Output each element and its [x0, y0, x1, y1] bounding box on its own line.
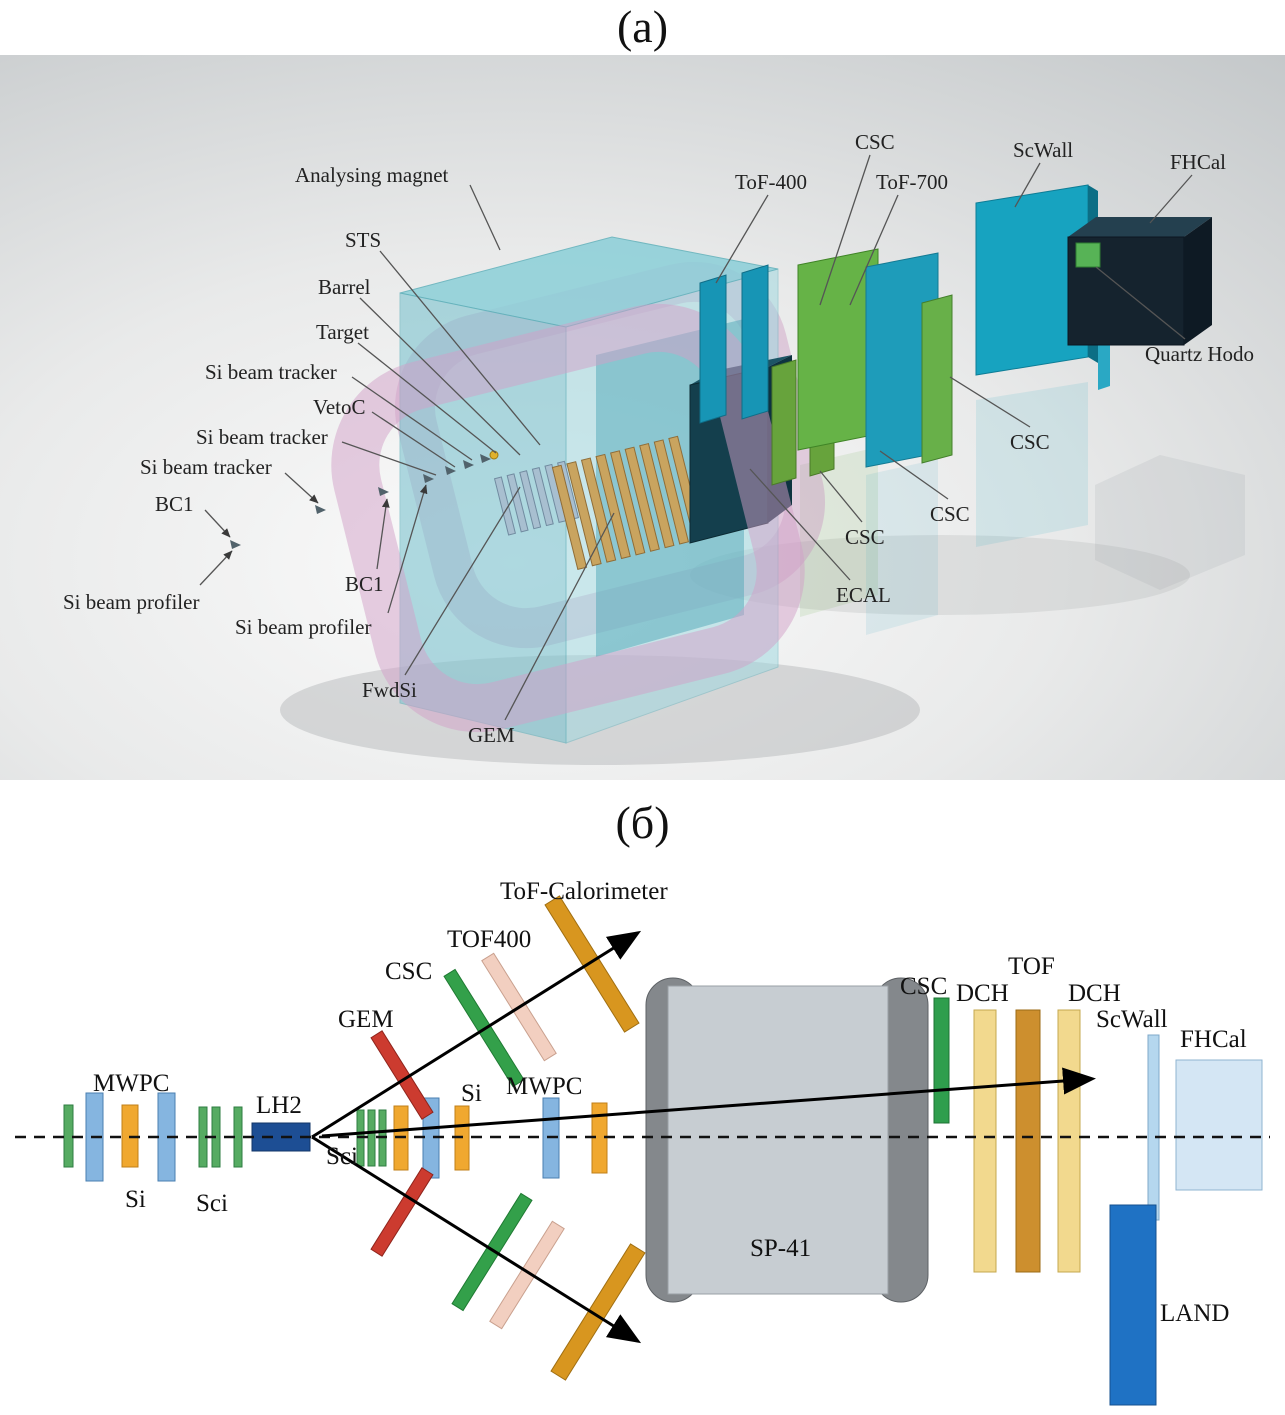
label-mwpc-left: MWPC — [93, 1070, 170, 1097]
label-csc-right: CSC — [1010, 430, 1050, 454]
sci-bar — [367, 1109, 376, 1167]
gem-plate — [370, 1030, 434, 1120]
label-si-beam-tracker-3: Si beam tracker — [140, 455, 272, 479]
sci-bar — [233, 1106, 243, 1168]
label-si-mid: Si — [461, 1080, 482, 1107]
label-csc-upper: CSC — [385, 958, 433, 985]
tof400-plate-1 — [699, 274, 727, 424]
label-target: Target — [316, 320, 369, 344]
label-gem-b: GEM — [338, 1006, 394, 1033]
label-fwdsi: FwdSi — [362, 678, 417, 702]
label-si-beam-tracker-2: Si beam tracker — [196, 425, 328, 449]
label-barrel: Barrel — [318, 275, 371, 299]
lower-track-arrow — [311, 1135, 642, 1344]
label-mwpc-mid: MWPC — [506, 1073, 583, 1100]
label-tof-calorimeter: ToF-Calorimeter — [500, 878, 668, 905]
panel-b: ToF-Calorimeter TOF400 CSC GEM MWPC Si S… — [0, 860, 1285, 1415]
panel-a: Analysing magnet STS Barrel Target Si be… — [0, 55, 1285, 780]
forward-track-arrow — [321, 1067, 1096, 1138]
sp41-magnet — [645, 977, 929, 1303]
sts-stack — [493, 460, 580, 536]
leader-lines — [199, 154, 1193, 721]
label-bc1-1: BC1 — [155, 492, 194, 516]
csc-plate-1 — [771, 359, 797, 486]
label-quartz-hodo: Quartz Hodo — [1145, 342, 1255, 366]
sci-bar — [63, 1104, 74, 1168]
panel-a-title: (а) — [616, 1, 669, 52]
panel-b-schematic — [15, 895, 1270, 1406]
label-sci-left: Sci — [196, 1190, 228, 1217]
panel-b-title: (б) — [615, 797, 670, 848]
quartz-hodo-window — [1075, 242, 1101, 268]
label-dch-1: DCH — [956, 980, 1009, 1007]
csc-plate-3 — [921, 294, 953, 464]
label-analysing-magnet: Analysing magnet — [295, 163, 449, 187]
beam-lines — [15, 930, 1270, 1344]
label-ecal: ECAL — [836, 583, 891, 607]
upper-track-arrow — [311, 930, 642, 1139]
csc-bar — [933, 997, 950, 1124]
scwall-bar — [1147, 1034, 1160, 1221]
label-sp-41: SP-41 — [750, 1235, 812, 1262]
tof-calorimeter-plate — [544, 895, 640, 1033]
label-tof400: TOF400 — [447, 926, 532, 953]
label-fhcal-b: FHCal — [1180, 1026, 1247, 1053]
fhcal-box — [1175, 1059, 1263, 1191]
panel-a-illustration — [0, 55, 1285, 780]
lower-arm-detectors — [370, 1167, 646, 1381]
gem-stack — [551, 435, 704, 570]
label-sci-mid: Sci — [326, 1143, 358, 1170]
label-bc1-2: BC1 — [345, 572, 384, 596]
fhcal-3d — [1067, 217, 1212, 346]
label-csc-lower: CSC — [845, 525, 885, 549]
tof400-plate — [489, 1220, 565, 1330]
label-si-left: Si — [125, 1186, 146, 1213]
land-box — [1109, 1204, 1157, 1406]
label-lh2: LH2 — [256, 1092, 302, 1119]
gem-plate — [370, 1167, 434, 1257]
label-si-beam-profiler-1: Si beam profiler — [63, 590, 200, 614]
dch-bar-1 — [973, 1009, 997, 1273]
label-scwall-b: ScWall — [1096, 1006, 1168, 1033]
label-tof-400: ToF-400 — [735, 170, 808, 194]
label-scwall-a: ScWall — [1013, 138, 1074, 162]
label-csc-top: CSC — [855, 130, 895, 154]
label-fhcal-a: FHCal — [1170, 150, 1227, 174]
label-tof: TOF — [1008, 953, 1055, 980]
sp41-yoke — [667, 985, 889, 1295]
tof-calorimeter-plate — [550, 1243, 646, 1381]
label-dch-2: DCH — [1068, 980, 1121, 1007]
label-gem-a: GEM — [468, 723, 515, 747]
label-csc-mid: CSC — [930, 502, 970, 526]
dch-bar-2 — [1057, 1009, 1081, 1273]
label-land: LAND — [1160, 1300, 1230, 1327]
label-csc-downstream: CSC — [900, 973, 948, 1000]
downstream-planes — [699, 184, 1110, 486]
label-si-beam-tracker-1: Si beam tracker — [205, 360, 337, 384]
tof-bar — [1015, 1009, 1041, 1273]
label-tof-700: ToF-700 — [876, 170, 949, 194]
tof400-plate-2 — [741, 264, 769, 420]
label-si-beam-profiler-2: Si beam profiler — [235, 615, 372, 639]
label-vetoc: VetoC — [313, 395, 366, 419]
csc-plate — [451, 1192, 533, 1312]
downstream-detectors — [933, 997, 1263, 1406]
label-sts: STS — [345, 228, 382, 252]
